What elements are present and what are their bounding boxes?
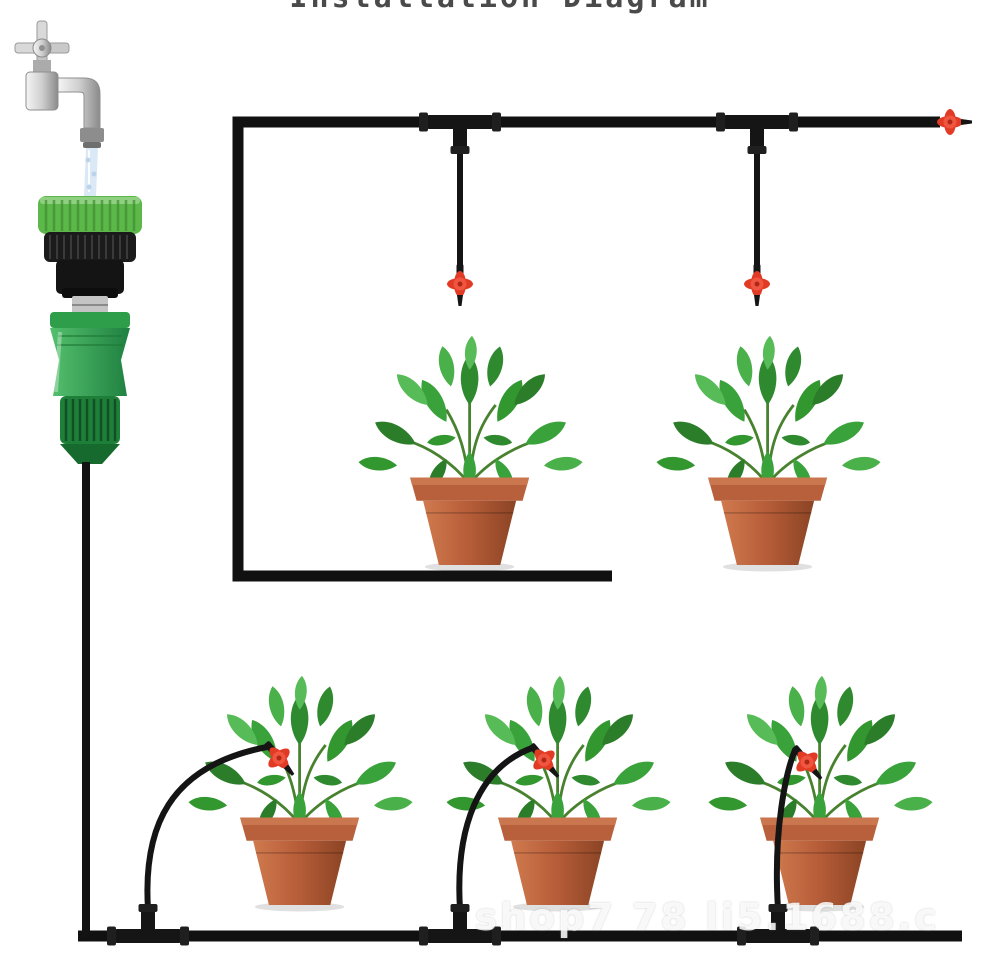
potted-plant-top-2 <box>656 335 881 571</box>
feeder-tube-bottom-3 <box>773 748 798 910</box>
tee-connector-bottom-1 <box>107 904 189 946</box>
gray-male-fitting <box>72 296 108 314</box>
water-stream <box>84 148 98 196</box>
tee-connector-top-2 <box>716 112 798 154</box>
drip-emitter-top-1 <box>447 264 473 306</box>
main-hose-top-loop <box>232 116 940 582</box>
supply-tube-left <box>82 462 90 938</box>
feeder-tube-bottom-1 <box>144 744 268 910</box>
faucet <box>14 20 104 196</box>
potted-plant-bottom-3 <box>708 675 933 911</box>
faucet-adapter-stack <box>38 196 142 938</box>
black-lock-ring <box>44 232 136 298</box>
green-quick-coupler <box>50 312 130 396</box>
potted-plant-top-1 <box>358 335 583 571</box>
feeder-tube-bottom-2 <box>456 745 534 910</box>
potted-plant-bottom-1 <box>188 675 413 911</box>
green-knurled-nut <box>60 396 120 464</box>
drip-emitter-end-cap <box>930 109 972 135</box>
page-title: Installation Diagram <box>289 0 710 15</box>
drip-emitter-top-2 <box>744 264 770 306</box>
tee-connector-top-1 <box>419 112 501 154</box>
green-adapter-disc <box>38 196 142 234</box>
watermark: shop7 78 li5.1688.c <box>475 896 940 939</box>
